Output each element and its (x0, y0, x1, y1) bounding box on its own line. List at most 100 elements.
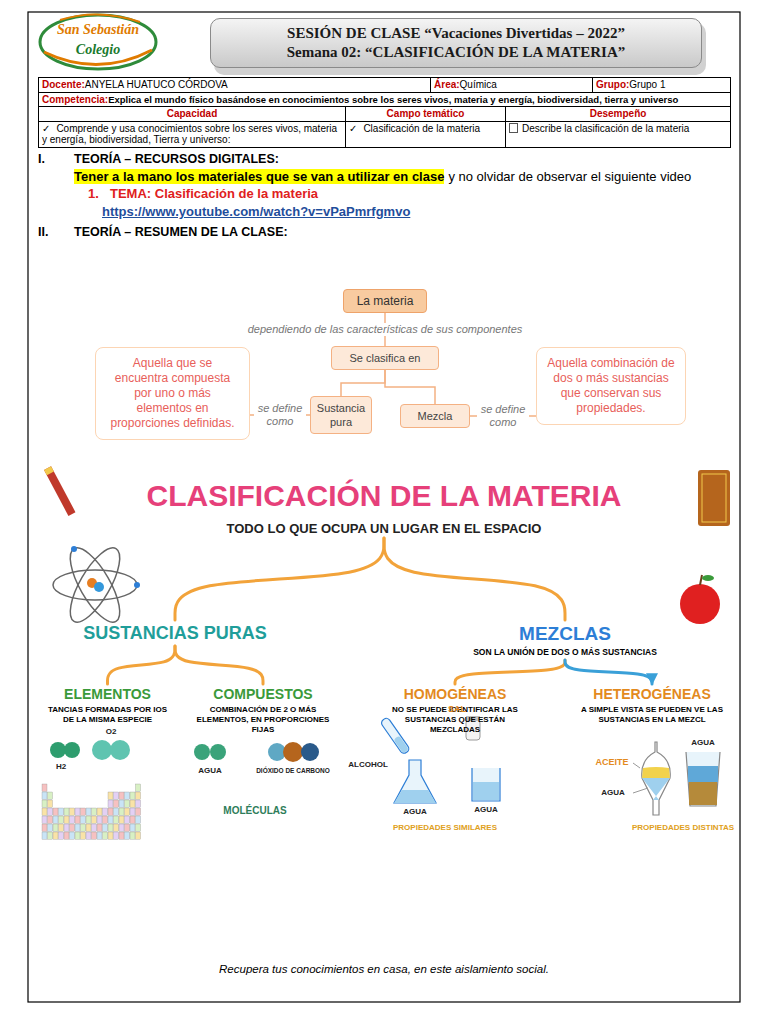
node-body: TANCIAS FORMADAS POR IOS DE LA MISMA ESP… (42, 705, 173, 725)
node-heading: SESIÓN DE CLASE “Vacaciones Divertidas –… (219, 24, 693, 43)
beaker (472, 768, 500, 801)
field-name: Grupo: (596, 79, 629, 90)
node-heading: Mezcla (404, 409, 466, 423)
picture-label: AGUA (683, 738, 723, 748)
node-heading: Aquella que se encuentra compuesta por u… (106, 356, 239, 431)
concept-box: Mezcla (400, 404, 470, 428)
atom-icon (53, 541, 140, 629)
category-heading: SUSTANCIAS PURAS (70, 620, 280, 646)
picture-label: AGUA (466, 805, 506, 815)
table-cell: Comprende y usa conocimientos sobre los … (42, 123, 337, 146)
table-cell: Clasificación de la materia (363, 123, 480, 134)
concept-box: Sustancia pura (310, 396, 372, 434)
subcategory: HETEROGÉNEAS A SIMPLE VISTA SE PUEDEN VE … (572, 684, 732, 727)
node-heading: COMPUESTOS (190, 686, 336, 703)
node-body: Semana 02: “CLASIFICACIÓN DE LA MATERIA” (219, 43, 693, 62)
book-icon (698, 470, 730, 526)
infographic-ground (38, 468, 730, 846)
node-body: A SIMPLE VISTA SE PUEDEN VE LAS SUSTANCI… (574, 705, 730, 725)
logo-text: Colegio (62, 42, 134, 58)
picture-label: AGUA (594, 788, 632, 798)
connector (108, 646, 176, 684)
concept-box: La materia (343, 289, 427, 313)
picture-label: PROPIEDADES DISTINTAS (628, 823, 738, 833)
node-body: COMBINACIÓN DE 2 O MÁS ELEMENTOS, EN PRO… (190, 705, 336, 735)
check-mark: ✓ (42, 123, 50, 134)
definition-box: Aquella que se encuentra compuesta por u… (95, 347, 250, 440)
apple-icon (680, 575, 720, 624)
field-name: Docente: (42, 79, 85, 90)
item-number: 1. (88, 185, 106, 203)
logo-text: San Sebastián (50, 22, 146, 38)
header-block: Docente:ANYELA HUATUCO CÓRDOVA Área:Quími… (38, 77, 730, 241)
node-body: TODO LO QUE OCUPA UN LUGAR EN EL ESPACIO (90, 520, 678, 538)
connector (175, 646, 263, 684)
picture-label: AGUA (190, 766, 230, 776)
field-value: Explica el mundo físico basándose en con… (108, 94, 678, 105)
section-heading: TEORÍA – RESUMEN DE LA CLASE: (74, 225, 288, 239)
infographic-title: CLASIFICACIÓN DE LA MATERIA TODO LO QUE O… (90, 478, 678, 538)
topic-text: TEMA: Clasificación de la materia (110, 186, 318, 201)
picture-label: ALCOHOL (346, 760, 390, 770)
picture-label: DIÓXIDO DE CARBONO (253, 767, 333, 775)
node-heading: CLASIFICACIÓN DE LA MATERIA (90, 478, 678, 514)
video-link: https://www.youtube.com/watch?v=vPaPmrfg… (102, 204, 410, 219)
definition-box: Aquella combinación de dos o más sustanc… (536, 347, 686, 425)
node-heading: Sustancia pura (314, 401, 368, 429)
footer-note: Recupera tus conocimientos en casa, en e… (134, 962, 634, 976)
picture-label: PROPIEDADES SIMILARES (385, 823, 505, 833)
subcategory: ELEMENTOS TANCIAS FORMADAS POR IOS DE LA … (40, 684, 175, 727)
node-body: SON LA UNIÓN DE DOS O MÁS SUSTANCIAS (442, 647, 688, 658)
periodic-table-icon (42, 784, 141, 839)
molecule-icons (50, 740, 319, 762)
picture-label: SAL (444, 704, 470, 715)
check-mark: ✓ (349, 123, 357, 134)
connector-label: se define como (254, 402, 306, 428)
concept-box: Se clasifica en (331, 346, 439, 370)
title-banner: SESIÓN DE CLASE “Vacaciones Divertidas –… (210, 18, 702, 68)
node-heading: MEZCLAS (442, 622, 688, 645)
connector (385, 370, 435, 404)
field-name: Competencia: (42, 94, 108, 105)
connector-label: se define como (477, 403, 529, 429)
formula-label: O2 (98, 727, 124, 737)
subcategory: COMPUESTOS COMBINACIÓN DE 2 O MÁS ELEMENT… (188, 684, 338, 737)
connector (384, 538, 565, 620)
node-heading: ELEMENTOS (42, 686, 173, 703)
node-heading: HETEROGÉNEAS (574, 686, 730, 703)
picture-label: ACEITE (592, 757, 632, 768)
connector (455, 660, 565, 684)
node-heading: SUSTANCIAS PURAS (72, 622, 278, 644)
table-cell: Describe la clasificación de la materia (522, 123, 689, 134)
node-heading: La materia (347, 294, 423, 308)
node-heading: Aquella combinación de dos o más sustanc… (547, 356, 675, 416)
section-number: I. (38, 150, 74, 168)
connector-label: dependiendo de las características de su… (235, 323, 535, 336)
category-heading: MEZCLAS SON LA UNIÓN DE DOS O MÁS SUSTANC… (440, 620, 690, 660)
section-number: II. (38, 223, 74, 241)
table-header: Desempeño (590, 108, 647, 119)
connector (565, 660, 652, 684)
table-header: Capacidad (167, 108, 218, 119)
picture-label: AGUA (395, 807, 435, 817)
page-frame (28, 12, 740, 1002)
field-value: Grupo 1 (629, 79, 665, 90)
field-name: Área: (434, 79, 460, 90)
node-heading: Se clasifica en (335, 351, 435, 365)
connector (341, 370, 385, 396)
table-header: Campo temático (387, 108, 465, 119)
separatory-funnel (633, 742, 670, 815)
field-value: Química (460, 79, 497, 90)
formula-label: H2 (48, 762, 74, 772)
section-heading: TEORÍA – RECURSOS DIGITALES: (74, 152, 279, 166)
layered-beaker (686, 752, 720, 806)
pencil (44, 466, 75, 516)
highlight-text: Tener a la mano los materiales que se va… (74, 169, 444, 184)
body-text: y no olvidar de observar el siguiente vi… (448, 169, 691, 184)
info-table: Docente:ANYELA HUATUCO CÓRDOVA Área:Quími… (38, 77, 731, 148)
node-heading: HOMOGÉNEAS (382, 686, 528, 703)
field-value: ANYELA HUATUCO CÓRDOVA (85, 79, 228, 90)
connector (175, 538, 384, 620)
